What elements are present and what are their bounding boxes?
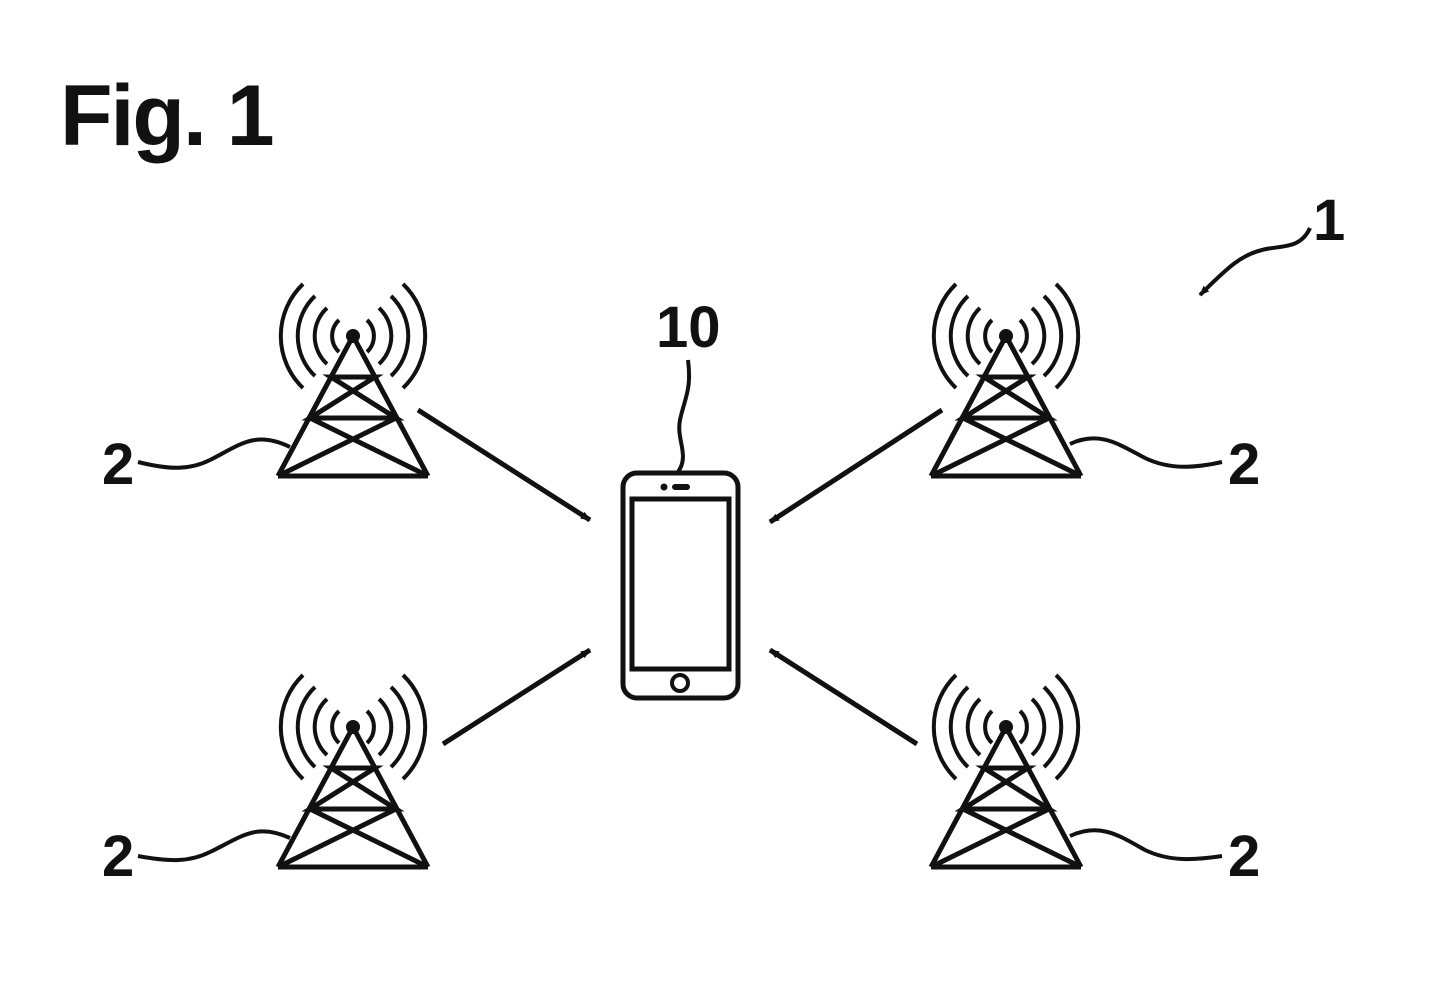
cell-tower-icon — [931, 675, 1081, 867]
tower-reference-label: 2 — [102, 432, 134, 497]
signal-arrow-top-right — [768, 407, 944, 525]
tower-leader-line — [1069, 436, 1223, 469]
signal-arrow-bottom-right — [768, 647, 919, 747]
cell-tower-icon — [931, 284, 1081, 476]
signal-arrow-bottom-left — [441, 647, 592, 747]
cell-tower-icon — [278, 675, 428, 867]
tower-reference-label: 2 — [102, 824, 134, 889]
tower-leader-line — [1069, 828, 1223, 862]
device-leader-line — [676, 359, 691, 474]
figure-title: Fig. 1 — [60, 68, 273, 164]
smartphone-icon — [620, 470, 741, 701]
tower-leader-line — [137, 437, 291, 470]
device-reference-label: 10 — [656, 295, 721, 360]
tower-reference-label: 2 — [1228, 432, 1260, 497]
tower-leader-line — [137, 829, 291, 863]
system-reference-label: 1 — [1313, 188, 1345, 253]
cell-tower-icon — [278, 284, 428, 476]
signal-arrow-top-left — [416, 407, 592, 523]
tower-reference-label: 2 — [1228, 824, 1260, 889]
system-leader-arrow — [1198, 227, 1312, 297]
